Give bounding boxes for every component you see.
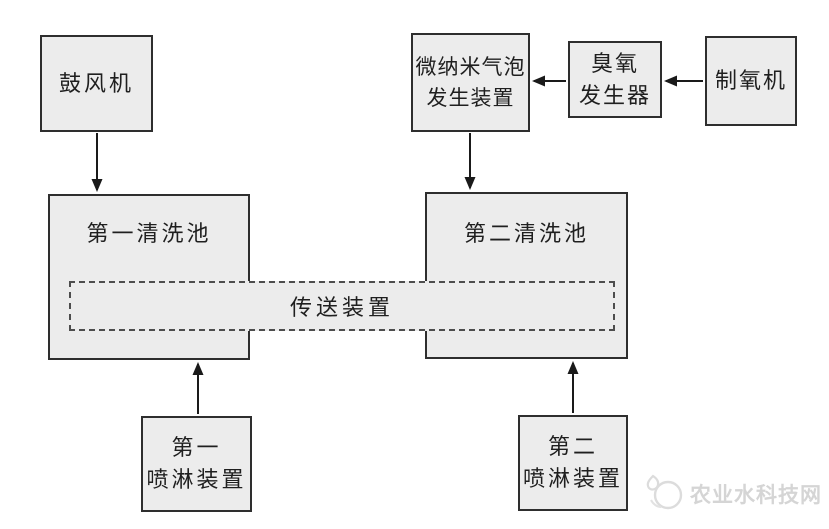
watermark-text: 农业水科技网 [690, 484, 822, 507]
node-spray1-label-line2: 喷淋装置 [146, 467, 247, 492]
node-pool1-label: 第一清洗池 [86, 221, 212, 246]
watermark: 农业水科技网 [643, 470, 822, 518]
node-conveyor-label: 传送装置 [289, 295, 394, 320]
node-spray2-label-line1: 第二 [547, 434, 598, 460]
node-second-cleaning-pool: 第二清洗池 [425, 192, 628, 359]
node-ozone-label-line2: 发生器 [578, 82, 651, 108]
node-micro-nano-bubble-device: 微纳米气泡 发生装置 [411, 33, 530, 132]
node-first-cleaning-pool: 第一清洗池 [48, 194, 250, 360]
node-oxygen-machine: 制氧机 [705, 36, 797, 126]
node-spray1-label-line1: 第一 [171, 435, 222, 461]
node-ozone-label-line1: 臭氧 [590, 50, 639, 76]
node-bubble-label-line2: 发生装置 [426, 85, 515, 110]
node-bubble-label-line1: 微纳米气泡 [415, 55, 526, 80]
node-second-spray-device: 第二 喷淋装置 [518, 415, 628, 511]
node-spray2-label-line2: 喷淋装置 [522, 466, 623, 491]
node-oxygen-label: 制氧机 [714, 68, 787, 94]
node-conveyor-device: 传送装置 [69, 281, 615, 331]
node-blower-label: 鼓风机 [58, 70, 134, 96]
node-blower: 鼓风机 [40, 35, 153, 132]
node-pool2-label: 第二清洗池 [463, 221, 589, 246]
water-drops-logo-icon [646, 474, 683, 510]
node-first-spray-device: 第一 喷淋装置 [141, 416, 252, 512]
node-ozone-generator: 臭氧 发生器 [568, 41, 662, 118]
